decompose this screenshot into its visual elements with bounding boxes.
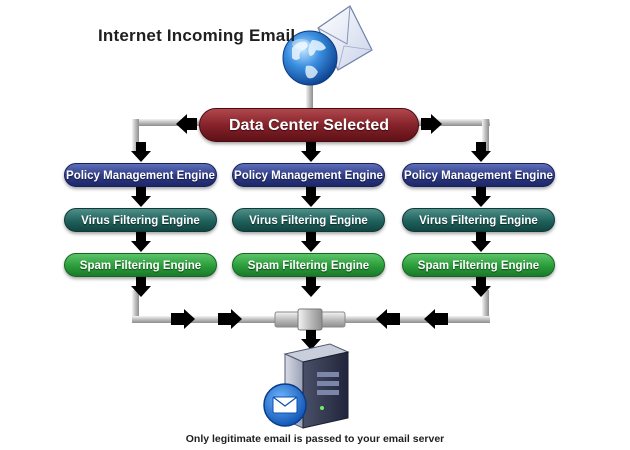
footer-caption: Only legitimate email is passed to your … <box>185 433 445 445</box>
bottom-pipe <box>132 290 490 331</box>
arrow-right-from-hub <box>421 114 442 134</box>
down-arrow-c3-r4 <box>471 277 491 297</box>
down-arrow-c3-r1 <box>471 142 491 162</box>
virus-engine-1: Virus Filtering Engine <box>64 208 217 232</box>
spam-engine-3: Spam Filtering Engine <box>402 253 555 277</box>
down-arrow-c1-r2 <box>131 187 151 207</box>
policy-engine-1: Policy Management Engine <box>64 163 217 187</box>
virus-engine-3: Virus Filtering Engine <box>402 208 555 232</box>
data-center-node: Data Center Selected <box>199 108 419 142</box>
arrow-left-from-hub <box>176 114 197 134</box>
spam-engine-2: Spam Filtering Engine <box>232 253 385 277</box>
down-arrow-c2-r1 <box>301 142 321 162</box>
down-arrows <box>131 142 491 350</box>
mail-badge-icon <box>263 383 307 427</box>
down-arrow-c2-r3 <box>301 232 321 252</box>
down-arrow-c2-r4 <box>301 277 321 297</box>
globe-icon <box>282 30 338 86</box>
down-arrow-to-server <box>301 330 321 350</box>
policy-engine-2: Policy Management Engine <box>232 163 385 187</box>
spam-engine-1: Spam Filtering Engine <box>64 253 217 277</box>
down-arrow-c3-r3 <box>471 232 491 252</box>
arrow-bottom-2 <box>218 309 242 329</box>
arrow-bottom-4 <box>424 309 448 329</box>
arrow-bottom-3 <box>376 309 400 329</box>
arrow-bottom-1 <box>171 309 195 329</box>
diagram-title: Internet Incoming Email <box>98 26 296 45</box>
down-arrow-c2-r2 <box>301 187 321 207</box>
policy-engine-3: Policy Management Engine <box>402 163 555 187</box>
virus-engine-2: Virus Filtering Engine <box>232 208 385 232</box>
down-arrow-c1-r4 <box>131 277 151 297</box>
down-arrow-c1-r1 <box>131 142 151 162</box>
down-arrow-c3-r2 <box>471 187 491 207</box>
down-arrow-c1-r3 <box>131 232 151 252</box>
